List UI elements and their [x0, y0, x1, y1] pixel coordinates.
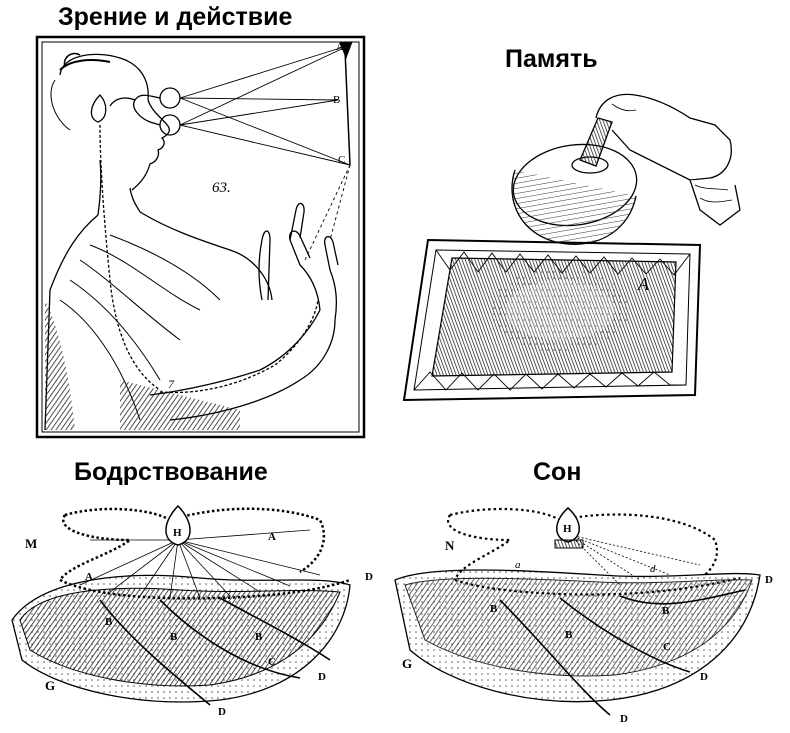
sleep-label-b1: B — [490, 603, 498, 615]
waking-fibers — [58, 507, 351, 600]
waking-label-g: G — [45, 678, 55, 693]
waking-label-b2: B — [170, 631, 178, 643]
vision-rays — [179, 41, 353, 261]
vision-number: 63. — [212, 180, 231, 196]
vision-frame — [35, 35, 366, 439]
vision-label-b: B — [333, 94, 340, 106]
waking-label-d3: D — [218, 706, 226, 718]
waking-engraving: H M A A B B B C D D D G — [11, 504, 373, 718]
sleep-label-d2: D — [700, 671, 708, 683]
memory-board — [402, 238, 702, 402]
sleep-label-h: H — [563, 523, 572, 535]
waking-brain-folds — [19, 587, 341, 687]
waking-letters: H M A A B B B C D D D G — [25, 527, 373, 718]
waking-label-m: M — [25, 536, 37, 551]
waking-label-d1: D — [365, 571, 373, 583]
title-waking: Бодрствование — [74, 458, 268, 486]
sleep-brain-folds — [404, 577, 753, 677]
waking-label-b1: B — [105, 616, 113, 628]
vision-label-a: A — [336, 41, 344, 53]
waking-label-h: H — [173, 527, 182, 539]
title-vision: Зрение и действие — [58, 3, 293, 31]
sleep-label-d3: D — [620, 713, 628, 725]
sleep-label-d1: D — [765, 574, 773, 586]
waking-label-d2: D — [318, 671, 326, 683]
waking-label-a2: A — [85, 571, 93, 583]
memory-brush — [511, 93, 741, 245]
sleep-label-c: C — [663, 641, 671, 653]
waking-label-a1: A — [268, 531, 276, 543]
sleep-letters: H N a d B B B C D D D G — [402, 523, 773, 725]
sleep-tubes — [499, 589, 746, 716]
waking-label-c: C — [268, 656, 276, 668]
sleep-label-b3: B — [662, 605, 670, 617]
vision-letters: A B C 63. 7 — [168, 41, 345, 391]
vision-figure — [44, 52, 339, 431]
sleep-engraving: H N a d B B B C D D D G — [394, 507, 773, 725]
sleep-label-a1: a — [515, 559, 521, 571]
sleep-fibers — [447, 507, 741, 596]
memory-label-a: A — [637, 274, 650, 294]
title-memory: Память — [505, 45, 598, 73]
sleep-pineal-base — [554, 539, 584, 549]
waking-label-b3: B — [255, 631, 263, 643]
vision-label-c: C — [338, 154, 345, 166]
sleep-label-g: G — [402, 656, 412, 671]
title-sleep: Сон — [533, 458, 582, 486]
sleep-label-b2: B — [565, 629, 573, 641]
vision-label-7: 7 — [168, 377, 175, 391]
waking-tubes — [99, 597, 331, 706]
sleep-label-a2: d — [650, 563, 656, 575]
memory-engraving: A — [402, 93, 741, 402]
waking-pineal — [165, 504, 191, 546]
sleep-label-n: N — [445, 538, 455, 553]
waking-rays — [79, 529, 321, 599]
